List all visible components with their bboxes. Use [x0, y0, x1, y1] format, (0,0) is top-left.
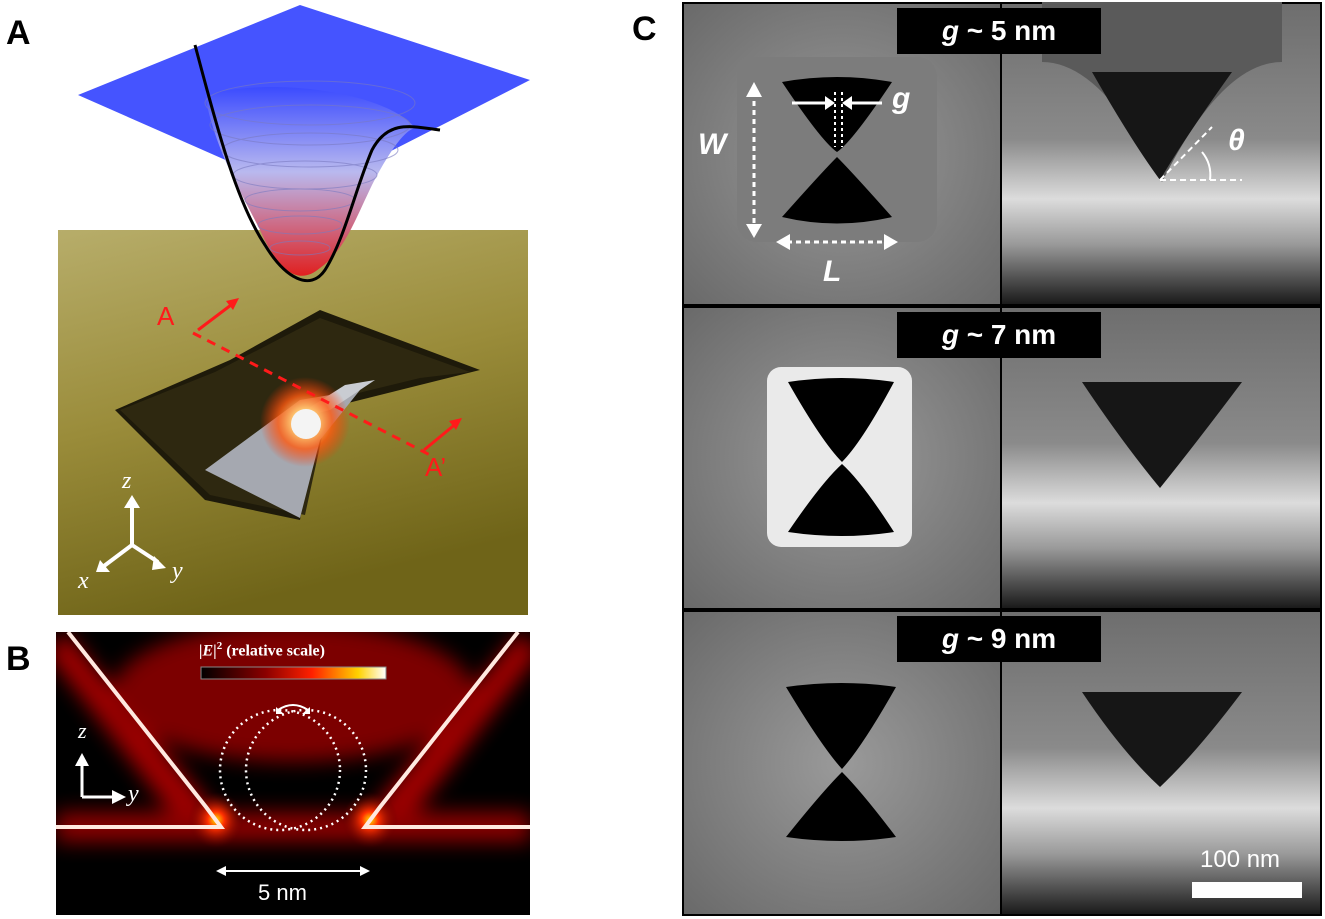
annotation-w: W	[698, 128, 727, 161]
particle-outline-2	[244, 708, 368, 832]
panel-c-letter: C	[632, 10, 657, 48]
cross-section-line	[192, 331, 431, 457]
bowtie-3	[786, 683, 896, 841]
axis-y-label-a: y	[172, 558, 183, 584]
bowtie-2	[788, 378, 894, 536]
annotation-g: g	[892, 82, 911, 115]
bowtie-1	[782, 77, 892, 224]
panel-b-field-map	[56, 632, 530, 915]
colorbar	[200, 666, 387, 680]
gap-badge-7nm: g ~ 7 nm	[897, 312, 1101, 358]
marker-a-prime-label: A’	[425, 452, 447, 482]
panel-b-letter: B	[6, 640, 31, 678]
scale-label-b: 5 nm	[258, 880, 307, 905]
potential-profile-curve	[193, 44, 441, 283]
axis-y-label-b: y	[128, 781, 139, 807]
colorbar-label: |E|2 (relative scale)	[199, 640, 325, 660]
scale-bar-label: 100 nm	[1200, 846, 1281, 873]
panel-a-letter: A	[6, 14, 31, 52]
marker-a-label: A	[157, 301, 175, 331]
metal-edge-left	[56, 632, 225, 829]
gap-badge-9nm: g ~ 9 nm	[897, 616, 1101, 662]
potential-well	[205, 87, 415, 276]
particle-outline-1	[218, 708, 342, 832]
axis-z-label-a: z	[122, 468, 132, 494]
panel-c-sem-images	[682, 2, 1322, 916]
gap-badge-5nm: g ~ 5 nm	[897, 8, 1101, 54]
scale-bar	[1192, 882, 1302, 898]
panel-a-illustration	[58, 5, 530, 615]
axis-z-label-b: z	[78, 718, 87, 743]
axis-x-label-a: x	[78, 568, 89, 594]
annotation-theta: θ	[1228, 124, 1245, 157]
annotation-l: L	[823, 255, 842, 288]
rotation-arrow	[277, 704, 309, 711]
metal-edge-right	[361, 632, 530, 829]
trapped-particle	[291, 409, 321, 439]
